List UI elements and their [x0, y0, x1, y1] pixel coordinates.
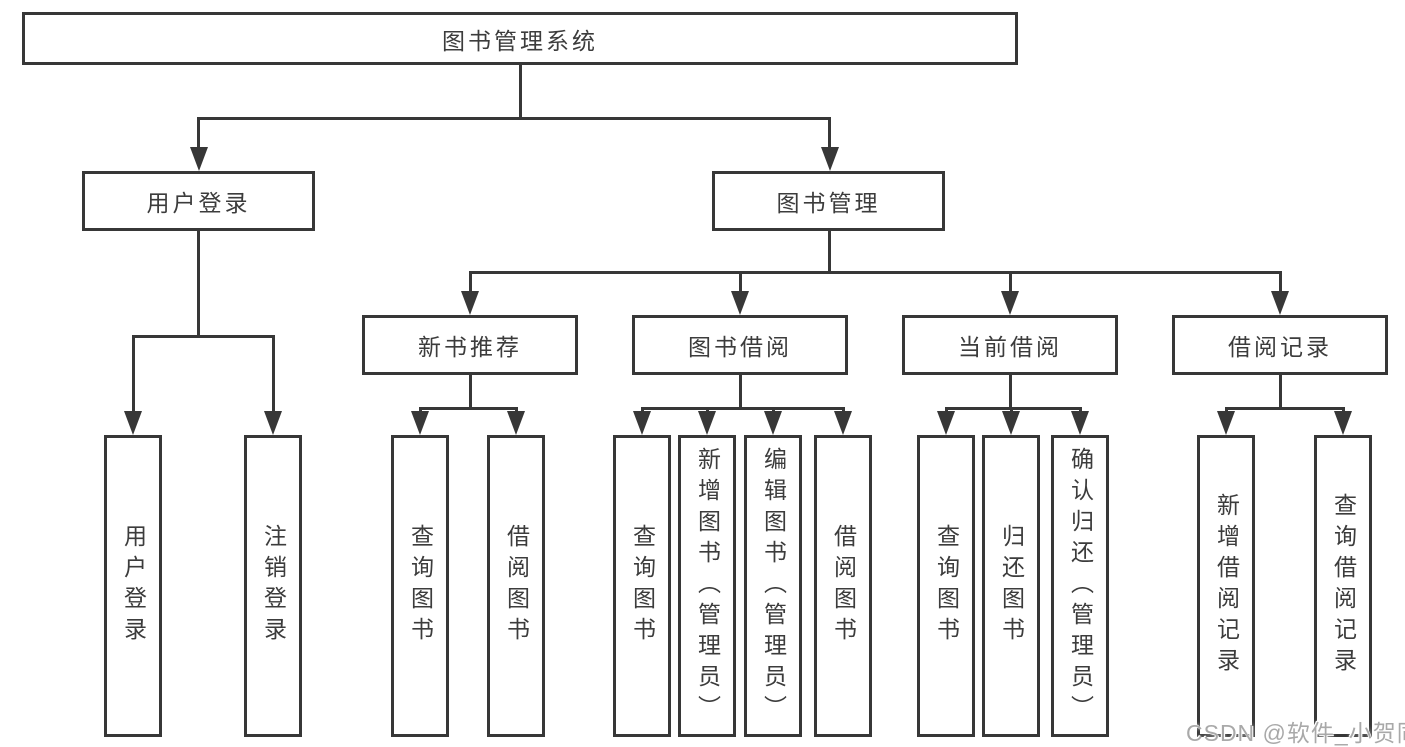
leaf-confirm-return-admin: 确认归还（管理员）: [1051, 435, 1109, 737]
arrowhead-down-icon: [937, 411, 955, 435]
leaf-label: 编辑图书（管理员）: [760, 446, 787, 726]
connector-line: [132, 335, 275, 338]
leaf-label: 借阅图书: [830, 524, 857, 648]
connector-line: [469, 373, 472, 409]
arrowhead-down-icon: [190, 147, 208, 171]
node-book-borrow: 图书借阅: [632, 315, 848, 375]
connector-line: [469, 271, 472, 293]
connector-line: [419, 407, 518, 410]
leaf-label: 查询图书: [629, 524, 656, 648]
leaf-add-books-admin: 新增图书（管理员）: [678, 435, 736, 737]
arrowhead-down-icon: [1271, 291, 1289, 315]
arrowhead-down-icon: [461, 291, 479, 315]
connector-line: [132, 335, 135, 415]
leaf-label: 查询图书: [407, 524, 434, 648]
connector-line: [197, 117, 200, 153]
leaf-query-borrow-record: 查询借阅记录: [1314, 435, 1372, 737]
arrowhead-down-icon: [1217, 411, 1235, 435]
leaf-borrow-books: 借阅图书: [814, 435, 872, 737]
node-book-management: 图书管理: [712, 171, 945, 231]
node-current-borrow: 当前借阅: [902, 315, 1118, 375]
connector-line: [828, 229, 831, 273]
node-label: 当前借阅: [958, 334, 1062, 360]
connector-line: [945, 407, 1082, 410]
leaf-user-login: 用户登录: [104, 435, 162, 737]
arrowhead-down-icon: [764, 411, 782, 435]
connector-line: [469, 271, 1282, 274]
leaf-query-books: 查询图书: [613, 435, 671, 737]
arrowhead-down-icon: [633, 411, 651, 435]
node-new-book-recommend: 新书推荐: [362, 315, 578, 375]
leaf-label: 新增借阅记录: [1213, 493, 1240, 679]
node-label: 图书管理: [776, 190, 881, 216]
node-root-library-system: 图书管理系统: [22, 12, 1018, 65]
connector-line: [739, 373, 742, 409]
connector-line: [739, 271, 742, 293]
node-label: 借阅记录: [1228, 334, 1332, 360]
node-borrow-records: 借阅记录: [1172, 315, 1388, 375]
arrowhead-down-icon: [698, 411, 716, 435]
leaf-logout: 注销登录: [244, 435, 302, 737]
connector-line: [272, 335, 275, 415]
arrowhead-down-icon: [1334, 411, 1352, 435]
connector-line: [1009, 271, 1012, 293]
arrowhead-down-icon: [264, 411, 282, 435]
arrowhead-down-icon: [411, 411, 429, 435]
arrowhead-down-icon: [1001, 291, 1019, 315]
connector-line: [1009, 373, 1012, 409]
connector-line: [1279, 271, 1282, 293]
arrowhead-down-icon: [1002, 411, 1020, 435]
connector-line: [1279, 373, 1282, 409]
leaf-label: 新增图书（管理员）: [694, 446, 721, 726]
arrowhead-down-icon: [834, 411, 852, 435]
node-label: 图书借阅: [688, 334, 792, 360]
node-label: 图书管理系统: [442, 27, 598, 54]
leaf-return-books: 归还图书: [982, 435, 1040, 737]
connector-line: [197, 229, 200, 337]
leaf-add-borrow-record: 新增借阅记录: [1197, 435, 1255, 737]
leaf-label: 归还图书: [998, 524, 1025, 648]
connector-line: [641, 407, 845, 410]
arrowhead-down-icon: [731, 291, 749, 315]
leaf-label: 确认归还（管理员）: [1067, 446, 1094, 726]
node-user-login: 用户登录: [82, 171, 315, 231]
leaf-edit-books-admin: 编辑图书（管理员）: [744, 435, 802, 737]
connector-line: [1225, 407, 1345, 410]
node-label: 新书推荐: [418, 334, 522, 360]
arrowhead-down-icon: [1071, 411, 1089, 435]
arrowhead-down-icon: [124, 411, 142, 435]
leaf-label: 借阅图书: [503, 524, 530, 648]
arrowhead-down-icon: [507, 411, 525, 435]
leaf-label: 注销登录: [260, 524, 287, 648]
arrowhead-down-icon: [821, 147, 839, 171]
leaf-query-books: 查询图书: [917, 435, 975, 737]
connector-line: [197, 117, 831, 120]
node-label: 用户登录: [146, 190, 251, 216]
csdn-watermark: CSDN @软件_小贺同学: [1186, 720, 1405, 746]
connector-line: [828, 117, 831, 153]
leaf-label: 查询图书: [933, 524, 960, 648]
leaf-borrow-books: 借阅图书: [487, 435, 545, 737]
connector-line: [519, 65, 522, 119]
leaf-label: 用户登录: [120, 524, 147, 648]
leaf-label: 查询借阅记录: [1330, 493, 1357, 679]
leaf-query-books: 查询图书: [391, 435, 449, 737]
